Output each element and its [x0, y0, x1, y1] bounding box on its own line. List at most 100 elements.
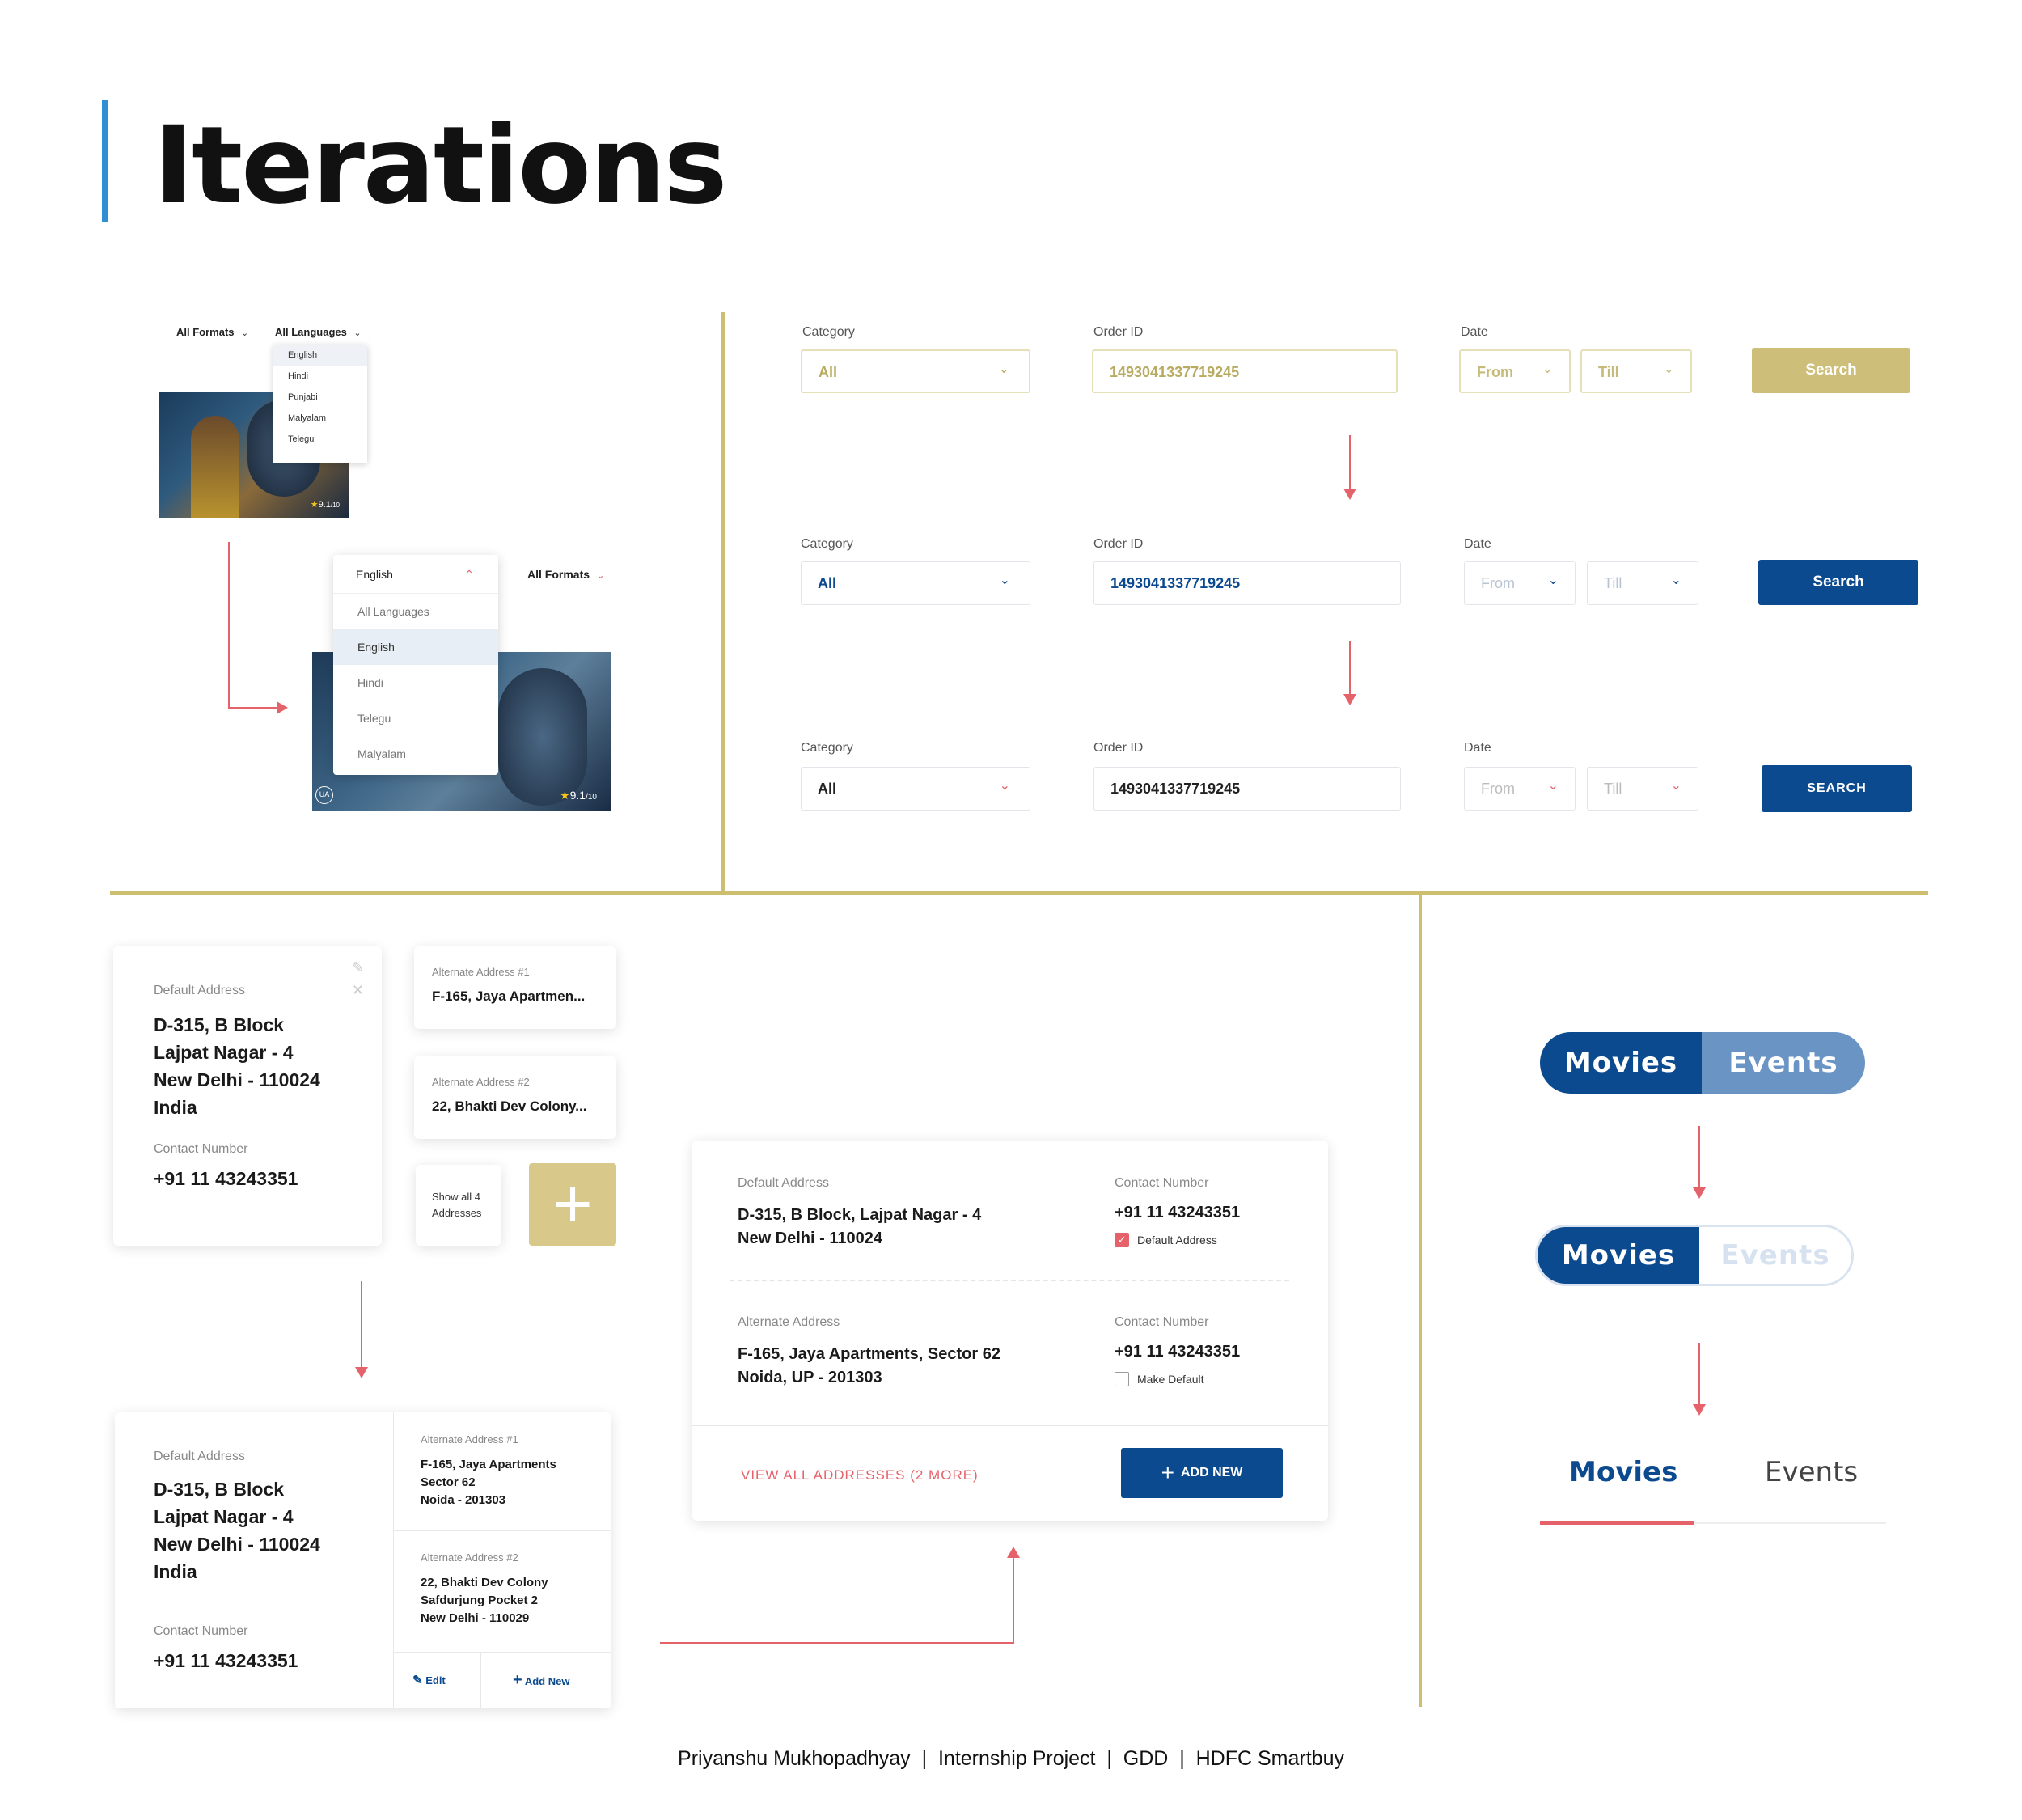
address-line: Safdurjung Pocket 2 [421, 1594, 539, 1607]
language-selected[interactable]: English ⌃ [333, 555, 498, 594]
card-footer-divider [692, 1425, 1328, 1426]
default-address-label: Default Address [154, 984, 245, 997]
search-button[interactable]: Search [1758, 560, 1918, 605]
date-from-select[interactable]: From ⌄ [1464, 561, 1576, 605]
order-id-value: 1493041337719245 [1110, 364, 1240, 380]
chevron-down-icon: ⌄ [353, 328, 362, 338]
contact-number: +91 11 43243351 [154, 1650, 298, 1671]
panel-divider [393, 1652, 611, 1653]
alternate-address-label: Alternate Address #2 [432, 1076, 530, 1088]
order-id-value: 1493041337719245 [1110, 781, 1241, 797]
contact-label: Contact Number [1115, 1176, 1209, 1190]
alternate-address-lines: F-165, Jaya Apartments Sector 62 Noida -… [421, 1456, 556, 1509]
search-button[interactable]: SEARCH [1762, 765, 1912, 812]
order-id-input[interactable]: 1493041337719245 [1093, 561, 1401, 605]
alternate-address-card[interactable]: Alternate Address #1 F-165, Jaya Apartme… [414, 946, 616, 1029]
date-till-value: Till [1604, 781, 1622, 797]
language-option[interactable]: English [273, 345, 367, 366]
chevron-down-icon: ⌄ [1663, 362, 1674, 376]
category-select[interactable]: All ⌄ [801, 767, 1030, 811]
category-toggle: Movies Events [1535, 1225, 1854, 1286]
language-option[interactable]: Hindi [357, 676, 383, 689]
star-icon: ★ [560, 789, 570, 802]
category-select[interactable]: All ⌄ [801, 561, 1030, 605]
view-all-addresses-link[interactable]: VIEW ALL ADDRESSES (2 MORE) [741, 1467, 979, 1483]
date-till-select[interactable]: Till ⌄ [1580, 349, 1692, 393]
formats-filter[interactable]: All Formats ⌄ [527, 568, 605, 582]
category-select[interactable]: All ⌄ [801, 349, 1030, 393]
rating-suffix: /10 [586, 793, 597, 802]
category-label: Category [801, 741, 853, 755]
arrow-down-icon [1343, 489, 1356, 500]
add-new-label: Add New [524, 1675, 570, 1687]
plus-icon: + [1161, 1460, 1174, 1485]
formats-filter[interactable]: All Formats ⌄ [176, 325, 248, 340]
language-option[interactable]: Telegu [288, 434, 315, 444]
language-option[interactable]: All Languages [357, 605, 429, 618]
address-line: India [154, 1097, 197, 1118]
tab-movies[interactable]: Movies [1569, 1456, 1678, 1488]
star-icon: ★ [310, 500, 319, 510]
edit-icon[interactable]: ✎ [351, 959, 364, 976]
tab-events[interactable]: Events [1765, 1456, 1859, 1488]
close-icon[interactable]: ✕ [351, 982, 364, 998]
default-address-label: Default Address [738, 1176, 829, 1190]
chevron-down-icon: ⌄ [1547, 779, 1559, 793]
add-new-button[interactable]: + Add New [513, 1671, 569, 1690]
language-option[interactable]: Telegu [357, 712, 391, 725]
language-menu-small: English Hindi Punjabi Malyalam Telegu [273, 345, 367, 463]
language-menu-large: English ⌃ All Languages English Hindi Te… [333, 555, 498, 775]
contact-number: +91 11 43243351 [154, 1168, 298, 1189]
address-line: D-315, B Block [154, 1479, 285, 1500]
date-till-select[interactable]: Till ⌄ [1587, 561, 1698, 605]
tab-active-indicator [1540, 1521, 1694, 1525]
toggle-movies[interactable]: Movies [1538, 1227, 1699, 1284]
toggle-movies[interactable]: Movies [1540, 1032, 1702, 1094]
rating-suffix: /10 [330, 502, 340, 509]
toggle-events[interactable]: Events [1699, 1227, 1851, 1284]
chevron-down-icon: ⌄ [1670, 779, 1681, 793]
add-address-button[interactable]: + [529, 1163, 616, 1246]
address-book-card: Default Address D-315, B Block, Lajpat N… [692, 1141, 1328, 1521]
make-default-label: Make Default [1137, 1373, 1204, 1386]
order-id-input[interactable]: 1493041337719245 [1093, 767, 1401, 811]
toggle-events[interactable]: Events [1702, 1032, 1865, 1094]
connector-line [660, 1642, 1014, 1644]
edit-button[interactable]: ✎ Edit [412, 1673, 446, 1687]
language-option[interactable]: Hindi [288, 371, 309, 381]
default-address-lines: D-315, B Block Lajpat Nagar - 4 New Delh… [154, 1011, 320, 1121]
language-option[interactable]: Malyalam [288, 413, 327, 423]
rating: ★9.1/10 [560, 789, 597, 802]
date-from-select[interactable]: From ⌄ [1459, 349, 1571, 393]
connector-line [1349, 435, 1351, 492]
language-option[interactable]: English [333, 629, 498, 665]
date-from-select[interactable]: From ⌄ [1464, 767, 1576, 811]
language-option[interactable]: Malyalam [357, 747, 406, 760]
contact-label: Contact Number [1115, 1315, 1209, 1329]
address-line: New Delhi - 110024 [154, 1534, 320, 1555]
default-address-checkbox[interactable]: ✓ Default Address [1115, 1233, 1217, 1247]
default-address-lines: D-315, B Block, Lajpat Nagar - 4 New Del… [738, 1204, 981, 1251]
languages-filter[interactable]: All Languages ⌄ [275, 325, 362, 340]
chevron-down-icon: ⌄ [1542, 362, 1553, 376]
alternate-address-card[interactable]: Alternate Address #2 22, Bhakti Dev Colo… [414, 1056, 616, 1139]
order-id-input[interactable]: 1493041337719245 [1092, 349, 1398, 393]
connector-line [1698, 1126, 1700, 1191]
make-default-checkbox[interactable]: Make Default [1115, 1372, 1203, 1386]
date-label: Date [1464, 741, 1491, 755]
arrow-down-icon [1343, 694, 1356, 705]
date-till-select[interactable]: Till ⌄ [1587, 767, 1698, 811]
connector-line [1013, 1556, 1014, 1644]
search-button[interactable]: Search [1752, 348, 1910, 393]
connector-line [228, 542, 230, 709]
alternate-address-lines: 22, Bhakti Dev Colony Safdurjung Pocket … [421, 1574, 548, 1627]
chevron-down-icon: ⌄ [999, 574, 1010, 587]
address-line: India [154, 1561, 197, 1582]
category-value: All [818, 781, 837, 797]
language-option[interactable]: Punjabi [288, 392, 318, 402]
add-new-address-button[interactable]: + ADD NEW [1121, 1448, 1283, 1498]
address-panel: Default Address D-315, B Block Lajpat Na… [115, 1412, 611, 1708]
address-line: Lajpat Nagar - 4 [154, 1506, 294, 1527]
show-all-button[interactable]: Show all 4 Addresses [416, 1165, 501, 1246]
arrow-up-icon [1007, 1547, 1020, 1558]
